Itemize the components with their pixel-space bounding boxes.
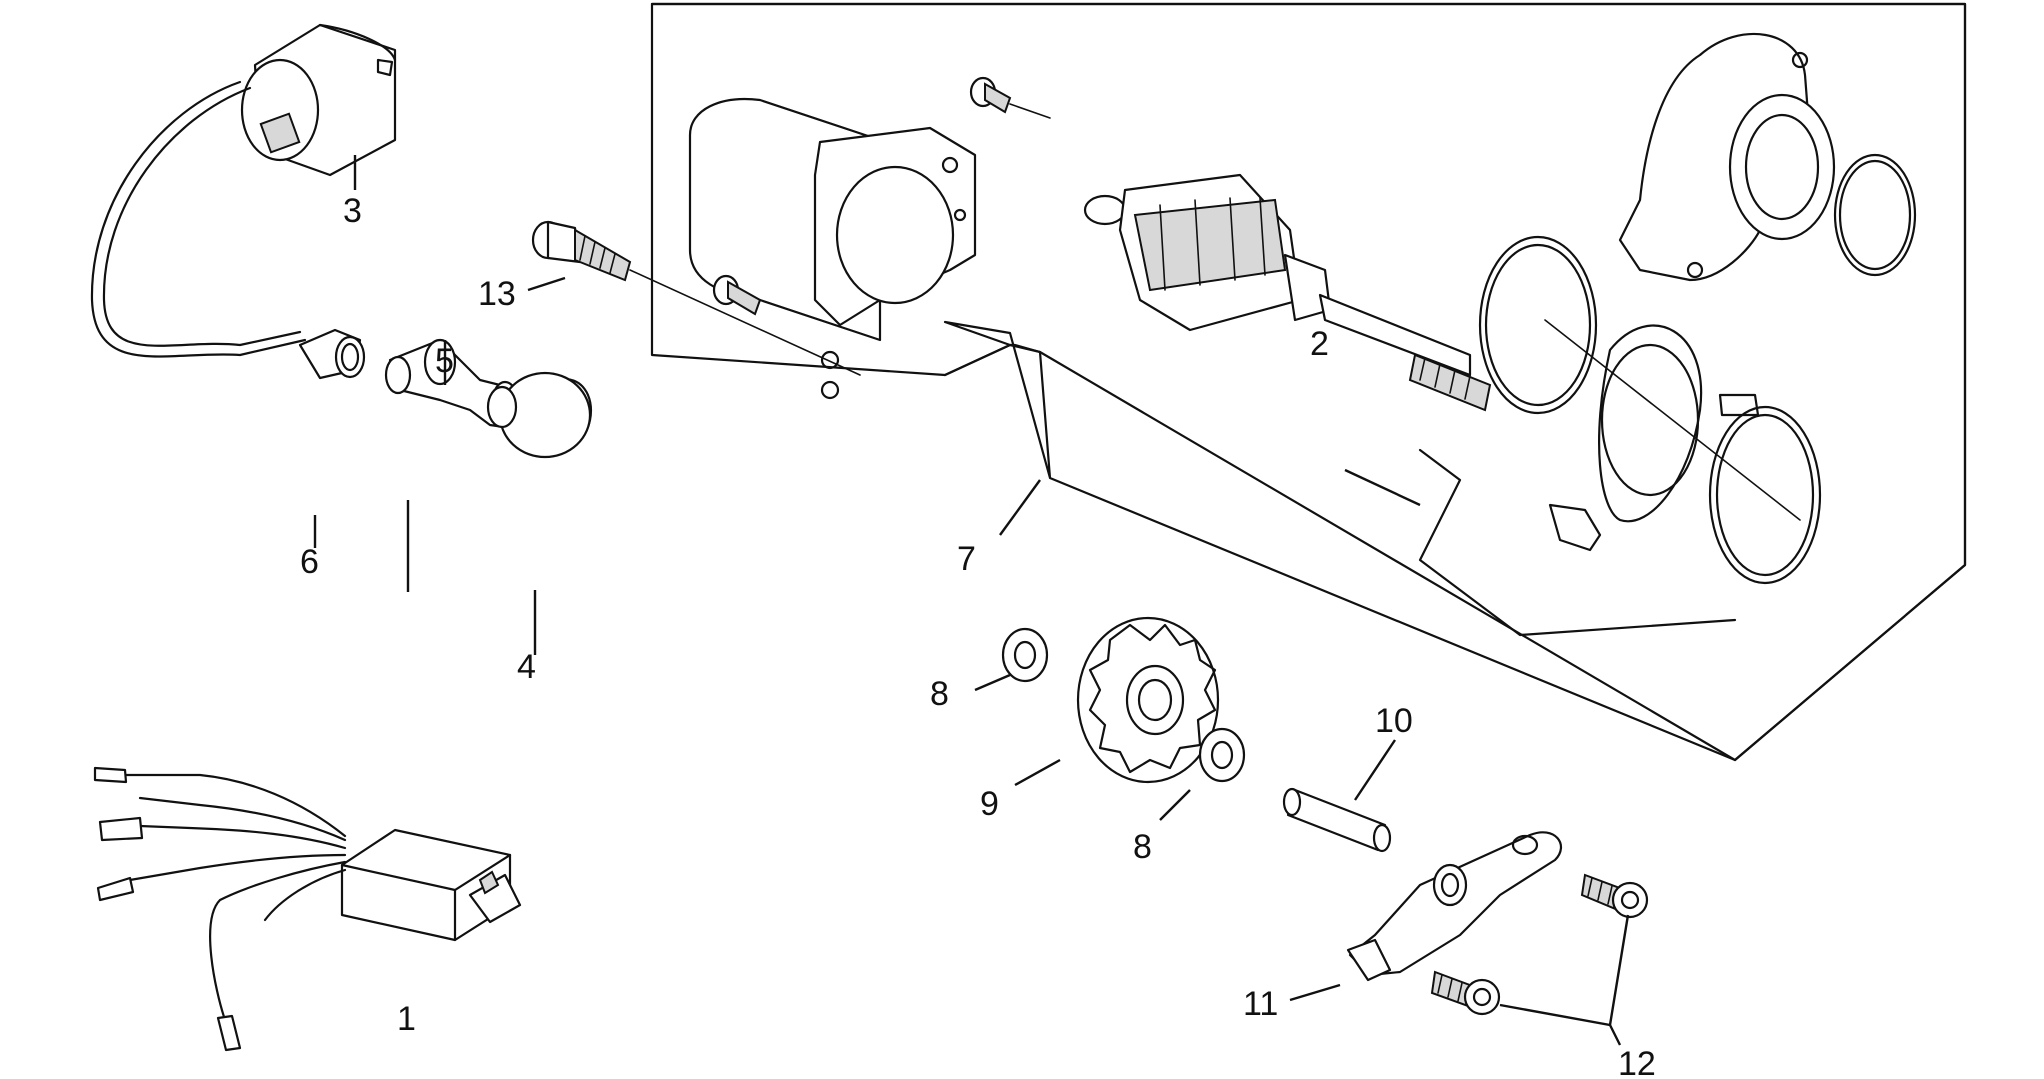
callout-6: 6 (300, 543, 319, 581)
callout-3: 3 (343, 192, 362, 230)
callout-5: 5 (435, 342, 454, 380)
plug-cap-connector (298, 328, 366, 380)
screws-12 (1430, 873, 1649, 1016)
callout-8-left: 8 (930, 675, 949, 713)
callout-2: 2 (1310, 325, 1329, 363)
cdi-unit (93, 766, 522, 1052)
ignition-coil (90, 23, 397, 358)
starter-end-cover (1618, 32, 1917, 282)
shaft-pin-10 (1282, 787, 1392, 853)
callout-4: 4 (517, 648, 536, 686)
callout-1: 1 (397, 1000, 416, 1038)
bracket-11 (1346, 831, 1562, 982)
brush-holder-group (1418, 235, 1822, 637)
motor-screws (712, 76, 1051, 316)
starter-motor-body (688, 97, 977, 400)
callout-9: 9 (980, 785, 999, 823)
leader-lines (313, 155, 1630, 1046)
starter-gear (1001, 616, 1246, 784)
callout-7: 7 (957, 540, 976, 578)
callout-12: 12 (1618, 1045, 1656, 1079)
armature (1083, 173, 1492, 412)
spark-plug-cap (384, 338, 593, 459)
callout-11: 11 (1243, 985, 1278, 1023)
callout-13: 13 (478, 275, 516, 313)
callout-10: 10 (1375, 702, 1413, 740)
callout-labels: 3 1 5 4 6 13 7 2 8 9 8 10 11 12 (300, 192, 1656, 1079)
callout-8-right: 8 (1133, 828, 1152, 866)
starter-assembly-frame (650, 2, 1967, 762)
